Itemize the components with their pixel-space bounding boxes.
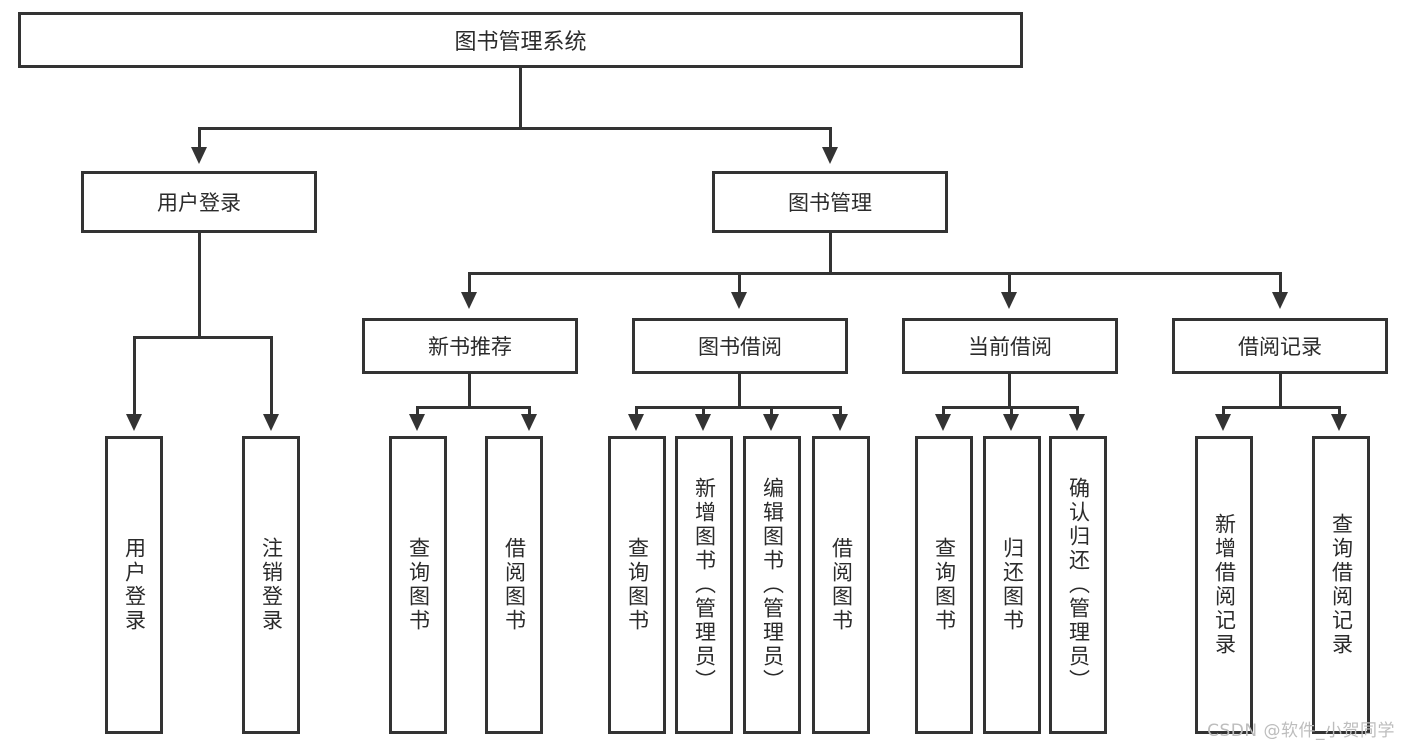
arrow-to-leaf-query-book-1	[409, 414, 425, 431]
connector-book-manage-drop-2	[738, 272, 741, 294]
leaf-borrow-book-2[interactable]: 借阅图书	[812, 436, 870, 734]
node-borrow-record-label: 借阅记录	[1238, 335, 1322, 359]
leaf-edit-book[interactable]: 编辑图书（管理员）	[743, 436, 801, 734]
connector-borrow-record-drop-2	[1338, 406, 1341, 416]
connector-borrow-record-bus	[1222, 406, 1341, 409]
leaf-query-book-1-label: 查询图书	[406, 537, 431, 633]
connector-book-borrow-stem	[738, 374, 741, 406]
node-book-manage[interactable]: 图书管理	[712, 171, 948, 233]
arrow-to-leaf-add-book	[695, 414, 711, 431]
leaf-add-book-label: 新增图书（管理员）	[692, 477, 717, 693]
leaf-borrow-book-2-label: 借阅图书	[829, 537, 854, 633]
connector-new-book-rec-stem	[468, 374, 471, 406]
leaf-query-book-1[interactable]: 查询图书	[389, 436, 447, 734]
arrow-to-leaf-borrow-book-2	[832, 414, 848, 431]
leaf-user-logout-label: 注销登录	[259, 537, 284, 633]
leaf-return-book[interactable]: 归还图书	[983, 436, 1041, 734]
arrow-to-leaf-query-record	[1331, 414, 1347, 431]
connector-book-manage-stem	[829, 233, 832, 272]
node-book-manage-label: 图书管理	[788, 191, 872, 215]
node-root-label: 图书管理系统	[454, 30, 587, 55]
leaf-add-book[interactable]: 新增图书（管理员）	[675, 436, 733, 734]
node-user-login[interactable]: 用户登录	[81, 171, 317, 233]
arrow-to-leaf-user-login	[126, 414, 142, 431]
leaf-query-book-2[interactable]: 查询图书	[608, 436, 666, 734]
connector-new-book-rec-drop-2	[528, 406, 531, 416]
node-new-book-rec[interactable]: 新书推荐	[362, 318, 578, 374]
leaf-user-login[interactable]: 用户登录	[105, 436, 163, 734]
leaf-user-logout[interactable]: 注销登录	[242, 436, 300, 734]
leaf-borrow-book-1-label: 借阅图书	[502, 537, 527, 633]
connector-root-stem	[519, 68, 522, 127]
arrow-to-leaf-query-book-3	[935, 414, 951, 431]
connector-current-borrow-drop-2	[1010, 406, 1013, 416]
connector-root-drop-right	[829, 127, 832, 149]
connector-user-login-drop-1	[133, 336, 136, 416]
leaf-query-book-3-label: 查询图书	[932, 537, 957, 633]
arrow-to-leaf-edit-book	[763, 414, 779, 431]
node-current-borrow[interactable]: 当前借阅	[902, 318, 1118, 374]
connector-book-manage-drop-4	[1279, 272, 1282, 294]
arrow-to-leaf-borrow-book-1	[521, 414, 537, 431]
node-current-borrow-label: 当前借阅	[968, 335, 1052, 359]
connector-current-borrow-drop-1	[942, 406, 945, 416]
leaf-query-record-label: 查询借阅记录	[1329, 513, 1354, 657]
arrow-to-leaf-add-record	[1215, 414, 1231, 431]
node-book-borrow[interactable]: 图书借阅	[632, 318, 848, 374]
connector-user-login-bus	[133, 336, 273, 339]
leaf-add-record[interactable]: 新增借阅记录	[1195, 436, 1253, 734]
connector-book-manage-drop-3	[1008, 272, 1011, 294]
connector-borrow-record-stem	[1279, 374, 1282, 406]
leaf-user-login-label: 用户登录	[122, 537, 147, 633]
leaf-query-record[interactable]: 查询借阅记录	[1312, 436, 1370, 734]
connector-book-borrow-drop-4	[839, 406, 842, 416]
leaf-confirm-return[interactable]: 确认归还（管理员）	[1049, 436, 1107, 734]
leaf-edit-book-label: 编辑图书（管理员）	[760, 477, 785, 693]
connector-user-login-drop-2	[270, 336, 273, 416]
arrow-to-leaf-return-book	[1003, 414, 1019, 431]
node-borrow-record[interactable]: 借阅记录	[1172, 318, 1388, 374]
connector-book-borrow-drop-2	[702, 406, 705, 416]
arrow-to-leaf-query-book-2	[628, 414, 644, 431]
connector-current-borrow-drop-3	[1076, 406, 1079, 416]
leaf-add-record-label: 新增借阅记录	[1212, 513, 1237, 657]
arrow-to-book-borrow	[731, 292, 747, 309]
connector-root-drop-left	[198, 127, 201, 149]
leaf-borrow-book-1[interactable]: 借阅图书	[485, 436, 543, 734]
connector-book-borrow-drop-3	[770, 406, 773, 416]
node-root[interactable]: 图书管理系统	[18, 12, 1023, 68]
leaf-return-book-label: 归还图书	[1000, 537, 1025, 633]
connector-book-manage-bus	[468, 272, 1282, 275]
arrow-to-leaf-confirm-return	[1069, 414, 1085, 431]
connector-book-borrow-drop-1	[635, 406, 638, 416]
connector-user-login-stem	[198, 233, 201, 336]
leaf-query-book-3[interactable]: 查询图书	[915, 436, 973, 734]
connector-book-manage-drop-1	[468, 272, 471, 294]
connector-new-book-rec-bus	[416, 406, 531, 409]
arrow-to-current-borrow	[1001, 292, 1017, 309]
arrow-to-book-manage	[822, 147, 838, 164]
arrow-to-new-book-rec	[461, 292, 477, 309]
node-user-login-label: 用户登录	[157, 191, 241, 215]
connector-current-borrow-stem	[1008, 374, 1011, 406]
leaf-confirm-return-label: 确认归还（管理员）	[1066, 477, 1091, 693]
node-new-book-rec-label: 新书推荐	[428, 335, 512, 359]
connector-book-borrow-bus	[635, 406, 841, 409]
arrow-to-user-login	[191, 147, 207, 164]
arrow-to-borrow-record	[1272, 292, 1288, 309]
connector-new-book-rec-drop-1	[416, 406, 419, 416]
connector-borrow-record-drop-1	[1222, 406, 1225, 416]
connector-root-bus	[198, 127, 832, 130]
node-book-borrow-label: 图书借阅	[698, 335, 782, 359]
arrow-to-leaf-user-logout	[263, 414, 279, 431]
leaf-query-book-2-label: 查询图书	[625, 537, 650, 633]
